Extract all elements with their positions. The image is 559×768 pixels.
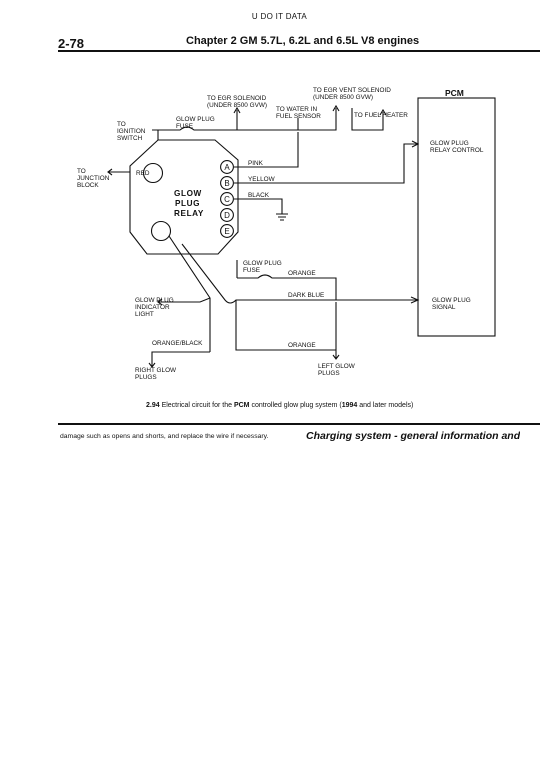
glow-plug-fuse-mid-label-1: GLOW PLUG (243, 260, 282, 267)
relay-terminal-top (142, 162, 164, 184)
glow-plug-wiring-diagram: A B C D E TO EGR SOLENOID (UNDER 8500 GV… (77, 87, 496, 381)
caption-bold: PCM (233, 402, 250, 409)
pin-d-label: D (224, 211, 230, 220)
orange-bottom-label: ORANGE (288, 342, 316, 349)
junction-block-label-2: JUNCTION (77, 175, 110, 182)
glow-plug-fuse-top-label-1: GLOW PLUG (176, 116, 215, 123)
caption-pre: Electrical circuit for the (159, 402, 234, 409)
relay-title-3: RELAY (174, 209, 204, 218)
orange-left-wire (235, 300, 340, 360)
glow-plug-signal-label-1: GLOW PLUG (432, 297, 471, 304)
left-glow-plugs-label-1: LEFT GLOW (318, 363, 356, 370)
right-glow-plugs-label-1: RIGHT GLOW (135, 367, 177, 374)
pin-c-label: C (224, 195, 230, 204)
pink-wire (234, 132, 299, 168)
orange-black-label: ORANGE/BLACK (152, 340, 203, 347)
pin-d (220, 208, 234, 222)
pin-e-label: E (224, 227, 229, 236)
indicator-light-label-2: INDICATOR (135, 304, 170, 311)
relay-pins: A B C D E (220, 160, 234, 238)
left-glow-plugs-label-2: PLUGS (318, 370, 340, 377)
relay-body (129, 139, 239, 255)
pin-a-label: A (224, 163, 230, 172)
dark-blue-label: DARK BLUE (288, 292, 324, 299)
page-number: 2-78 (58, 36, 85, 51)
pin-a (220, 160, 234, 174)
relay-control-label-1: GLOW PLUG (430, 140, 469, 147)
relay-title-1: GLOW (174, 189, 202, 198)
caption-post: controlled glow plug system ( (249, 402, 342, 409)
chapter-title: Chapter 2 GM 5.7L, 6.2L and 6.5L V8 engi… (186, 35, 420, 47)
orange-fuse-wire (237, 274, 337, 300)
indicator-light-label-3: LIGHT (135, 311, 154, 318)
egr-vent-label-2: (UNDER 8500 GVW) (313, 94, 373, 101)
caption-years: 1994 (341, 402, 358, 409)
pin-e (220, 224, 234, 238)
junction-block-label-1: TO (77, 168, 86, 175)
relay-control-label-2: RELAY CONTROL (430, 147, 484, 154)
ignition-switch-label-2: IGNITION (117, 128, 146, 135)
wiring-lines (107, 97, 496, 368)
glow-plug-signal-label-2: SIGNAL (432, 304, 456, 311)
footer-section-heading: Charging system - general information an… (306, 430, 521, 442)
relay-title-2: PLUG (175, 199, 200, 208)
right-glow-plugs-label-2: PLUGS (135, 374, 157, 381)
figure-caption: 2.94 Electrical circuit for the PCM cont… (146, 402, 413, 409)
black-wire-label: BLACK (248, 192, 270, 199)
yellow-wire (234, 143, 418, 184)
pcm-box (417, 97, 496, 337)
top-watermark-text: U DO IT DATA (251, 12, 308, 21)
egr-vent-label-1: TO EGR VENT SOLENOID (313, 87, 391, 94)
yellow-wire-label: YELLOW (248, 176, 276, 183)
egr-solenoid-label-2: (UNDER 8500 GVW) (207, 102, 267, 109)
pin-c (220, 192, 234, 206)
pink-wire-label: PINK (248, 160, 264, 167)
caption-end: and later models) (357, 402, 414, 409)
black-ground-wire (234, 198, 288, 221)
fuel-heater-label: TO FUEL HEATER (354, 112, 408, 119)
ignition-switch-label-3: SWITCH (117, 135, 143, 142)
water-in-fuel-label-2: FUEL SENSOR (276, 113, 321, 120)
pin-b-label: B (224, 179, 229, 188)
footer-body-text: damage such as opens and shorts, and rep… (60, 433, 269, 440)
glow-plug-fuse-top-label-2: FUSE (176, 123, 193, 130)
orange-black-wire (148, 351, 210, 368)
red-wire-label: RED (136, 170, 150, 177)
relay-terminal-bottom (150, 220, 172, 242)
water-in-fuel-label-1: TO WATER IN (276, 106, 317, 113)
egr-solenoid-label-1: TO EGR SOLENOID (207, 95, 267, 102)
caption-number: 2.94 (146, 402, 160, 409)
pin-b (220, 176, 234, 190)
caption-rule (58, 423, 540, 425)
orange-top-label: ORANGE (288, 270, 316, 277)
header-rule (58, 50, 540, 52)
glow-plug-fuse-mid-label-2: FUSE (243, 267, 260, 274)
ignition-switch-label-1: TO (117, 121, 126, 128)
pcm-label: PCM (445, 88, 464, 98)
indicator-light-label-1: GLOW PLUG (135, 297, 174, 304)
top-fuse-wire (157, 126, 315, 140)
junction-block-label-3: BLOCK (77, 182, 99, 189)
